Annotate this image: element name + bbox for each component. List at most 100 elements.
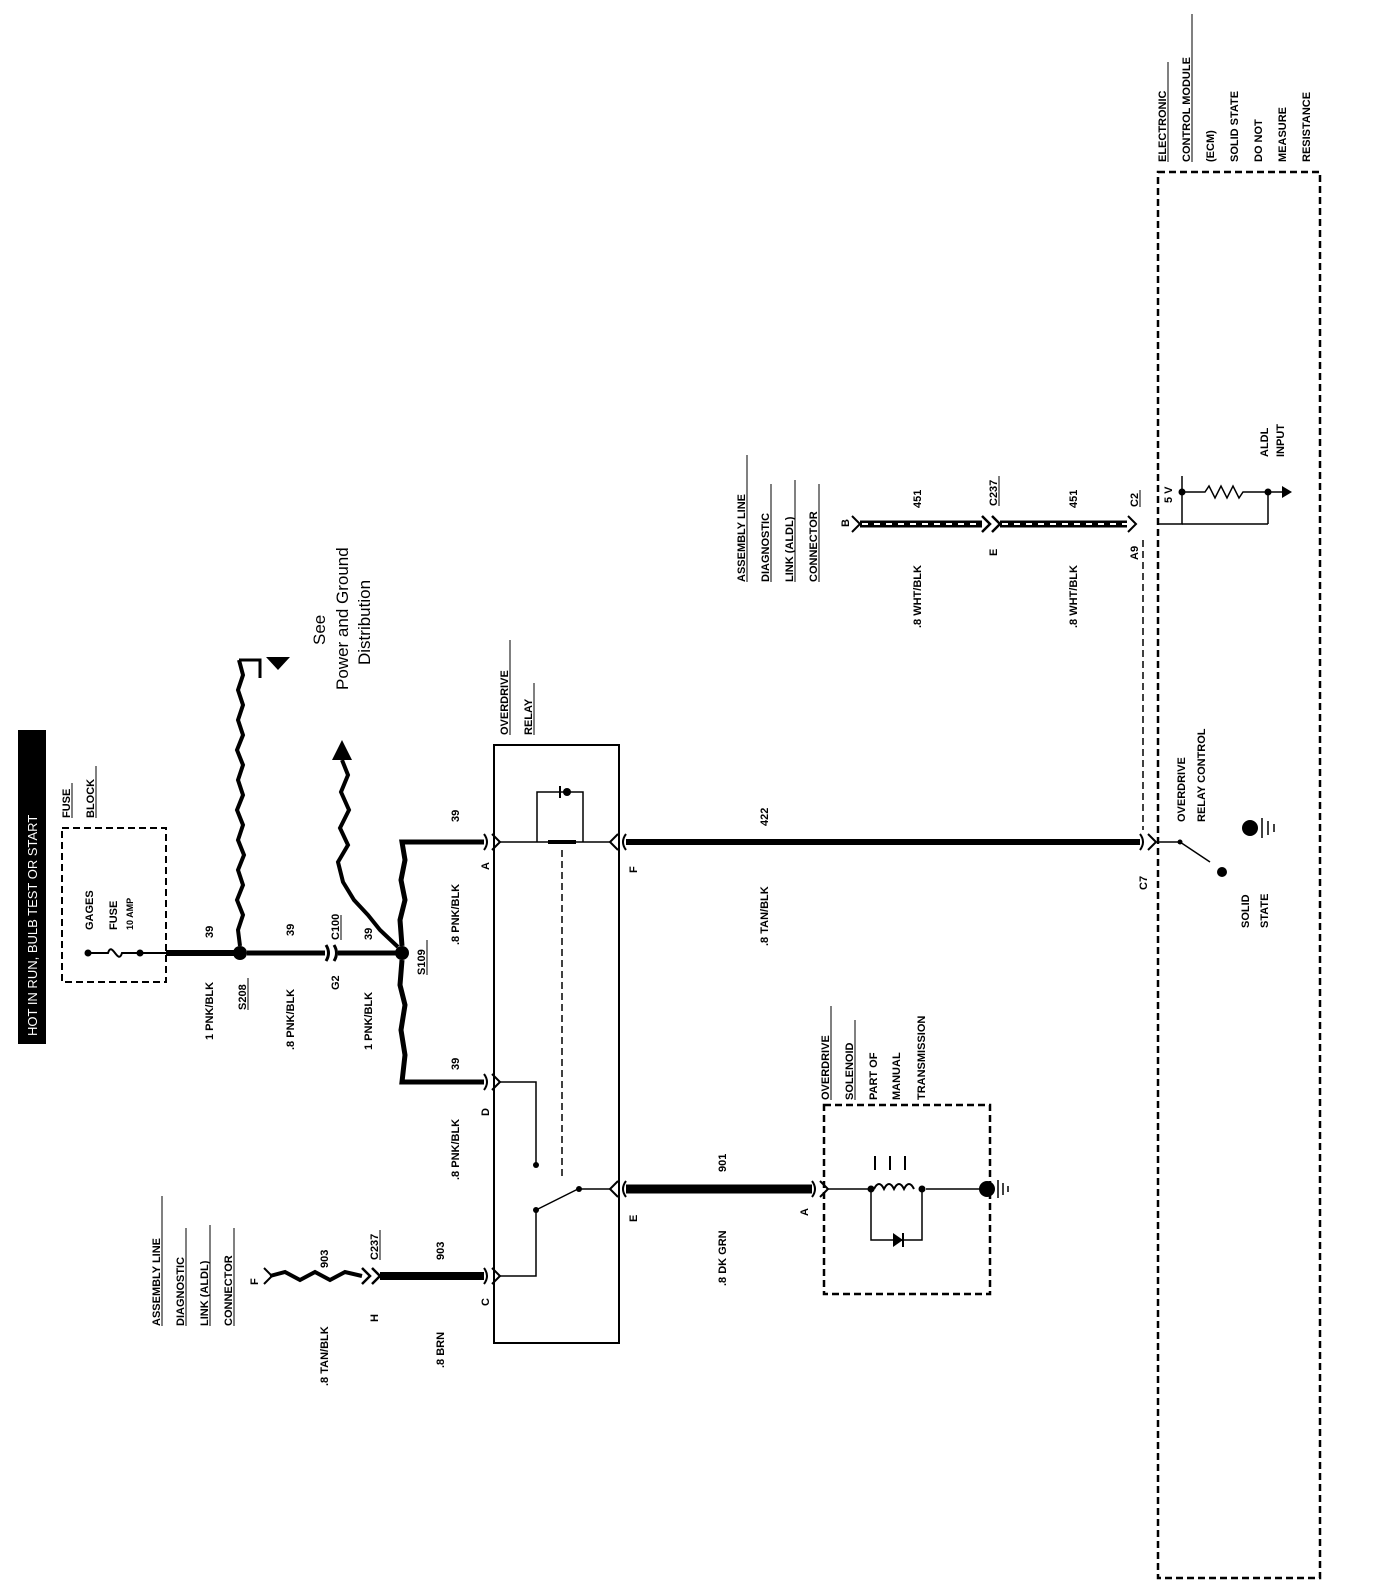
g2-label: G2 (330, 975, 342, 990)
overdrive-relay: OVERDRIVE RELAY A D C F E (480, 640, 640, 1344)
aldl-top-line-4: CONNECTOR (808, 511, 820, 582)
connector-c237-bottom (361, 1267, 382, 1285)
ecm-solid-state-1: SOLID (1240, 894, 1252, 928)
solenoid-coil-icon (873, 1183, 915, 1192)
see-text-3: Distribution (355, 580, 374, 665)
w3-num: 39 (363, 928, 375, 940)
w5-num: 39 (450, 1058, 462, 1070)
aldl-top-pin-b-connector (851, 515, 862, 533)
solenoid-ground-icon (979, 1181, 995, 1197)
aldl-top-line-3: LINK (ALDL) (784, 516, 796, 582)
solenoid-line-3: PART OF (868, 1052, 880, 1100)
see-arrow (332, 740, 352, 760)
banner-text: HOT IN RUN, BULB TEST OR START (25, 815, 40, 1036)
aldl-top-line-2: DIAGNOSTIC (760, 513, 772, 582)
w3-size: 1 PNK/BLK (363, 992, 375, 1050)
relay-title-1: OVERDRIVE (499, 670, 511, 735)
relay-pin-d (483, 1073, 502, 1091)
w2-size: .8 PNK/BLK (285, 989, 297, 1050)
w1-num: 39 (204, 926, 216, 938)
ecm-pin-c7 (1139, 833, 1158, 851)
c100-label: C100 (330, 914, 342, 940)
w4-num: 39 (450, 810, 462, 822)
solenoid-line-4: MANUAL (891, 1052, 903, 1100)
w11-num: 451 (1068, 490, 1080, 508)
splice-s208 (233, 946, 247, 960)
ecm-line-6: MEASURE (1277, 107, 1289, 162)
ecm-pin-c7-label: C7 (1138, 876, 1150, 890)
w6-size: .8 TAN/BLK (759, 886, 771, 946)
hot-banner: HOT IN RUN, BULB TEST OR START (18, 730, 46, 1044)
ecm-module: ELECTRONIC CONTROL MODULE (ECM) SOLID ST… (1156, 14, 1322, 1580)
w10-size: .8 WHT/BLK (912, 565, 924, 628)
aldl-input-arrow (1282, 486, 1292, 498)
ecm-od-control-1: OVERDRIVE (1176, 757, 1188, 822)
w9-num: 903 (319, 1250, 331, 1268)
fuse-block-title-2: BLOCK (85, 779, 97, 818)
w6-num: 422 (759, 808, 771, 826)
solenoid-pin-a (811, 1180, 830, 1198)
w11-size: .8 WHT/BLK (1068, 565, 1080, 628)
see-text-2: Power and Ground (333, 547, 352, 690)
w4-size: .8 PNK/BLK (450, 884, 462, 945)
s208-label: S208 (237, 984, 249, 1010)
ground-arrow (266, 657, 290, 670)
w5-size: .8 PNK/BLK (450, 1119, 462, 1180)
c237-bottom-label: C237 (369, 1234, 381, 1260)
aldl-top-pin-b: B (840, 519, 852, 527)
ecm-od-control-2: RELAY CONTROL (1196, 728, 1208, 822)
s109-label: S109 (416, 949, 428, 975)
ecm-line-7: RESISTANCE (1301, 92, 1313, 162)
solenoid-pin-a-label: A (799, 1208, 811, 1216)
ecm-aldl-input-1: ALDL (1259, 427, 1271, 457)
ecm-line-1: ELECTRONIC (1157, 90, 1169, 162)
fuse-block-title-1: FUSE (61, 789, 73, 818)
pullup-resistor-icon (1182, 484, 1268, 500)
fuse-name-2: FUSE (108, 901, 120, 930)
c2-label: C2 (1129, 493, 1141, 507)
relay-pin-e-label: E (628, 1215, 640, 1222)
fuse-rating: 10 AMP (125, 898, 135, 930)
relay-title-2: RELAY (523, 698, 535, 735)
relay-pin-f-label: F (628, 866, 640, 873)
connector-c237-top (981, 515, 1002, 533)
fuse-block: FUSE BLOCK GAGES FUSE 10 AMP (61, 766, 167, 983)
w2-num: 39 (285, 924, 297, 936)
aldl-bottom-pin-h: H (369, 1314, 381, 1322)
solenoid-line-5: TRANSMISSION (916, 1016, 928, 1100)
aldl-bottom-line-4: CONNECTOR (223, 1255, 235, 1326)
splice-s109 (395, 946, 409, 960)
relay-pin-c (483, 1267, 502, 1285)
ecm-ground-icon (1242, 820, 1258, 836)
aldl-connector-bottom: ASSEMBLY LINE DIAGNOSTIC LINK (ALDL) CON… (151, 1196, 274, 1326)
ecm-aldl-input-2: INPUT (1275, 424, 1287, 457)
ecm-line-3: (ECM) (1205, 130, 1217, 162)
diode-icon (893, 1233, 903, 1247)
w7-size: .8 DK GRN (717, 1230, 729, 1286)
see-text-1: See (310, 615, 329, 645)
w9-size: .8 TAN/BLK (319, 1326, 331, 1386)
relay-pin-a (483, 833, 502, 851)
ecm-pin-a9-label: A9 (1129, 546, 1141, 560)
w1-size: 1 PNK/BLK (204, 982, 216, 1040)
ecm-5v-label: 5 V (1163, 486, 1175, 503)
w8-size: .8 BRN (435, 1332, 447, 1368)
ecm-line-2: CONTROL MODULE (1181, 57, 1193, 162)
fuse-name-1: GAGES (84, 890, 96, 930)
aldl-bottom-pin-f: F (249, 1278, 261, 1285)
solenoid-title-1: OVERDRIVE (820, 1035, 832, 1100)
aldl-bottom-line-3: LINK (ALDL) (199, 1260, 211, 1326)
relay-pin-a-label: A (480, 862, 492, 870)
aldl-top-line-1: ASSEMBLY LINE (736, 494, 748, 582)
connector-c100 (324, 944, 338, 962)
w7-num: 901 (717, 1154, 729, 1172)
c237-top-label: C237 (988, 480, 1000, 506)
ecm-line-4: SOLID STATE (1229, 91, 1241, 162)
ecm-solid-state-2: STATE (1259, 894, 1271, 928)
w10-num: 451 (912, 490, 924, 508)
fuse-icon (88, 948, 140, 958)
overdrive-solenoid: OVERDRIVE SOLENOID PART OF MANUAL TRANSM… (799, 1006, 1009, 1296)
solenoid-title-2: SOLENOID (844, 1042, 856, 1100)
aldl-bottom-line-2: DIAGNOSTIC (175, 1257, 187, 1326)
